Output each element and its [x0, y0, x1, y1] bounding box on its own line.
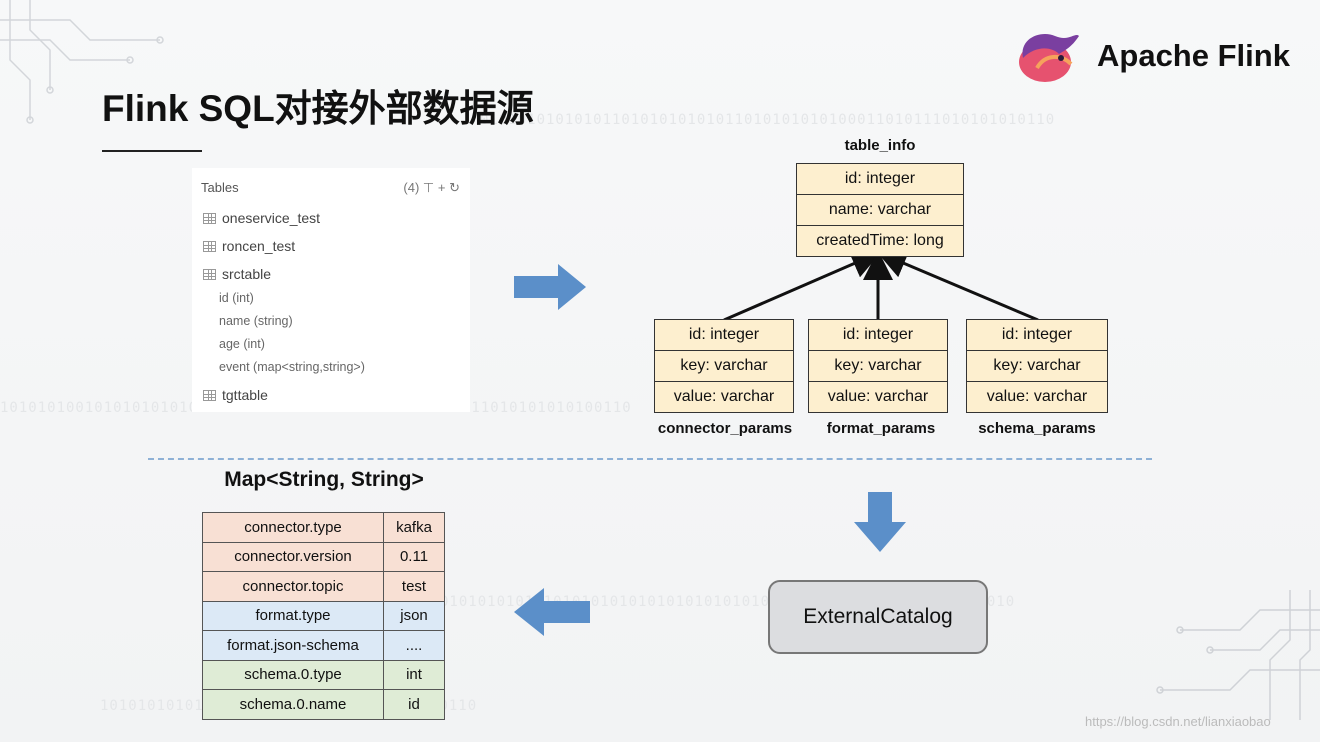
- flink-squirrel-logo: [1019, 34, 1079, 82]
- table-name: srctable: [222, 266, 272, 282]
- er-entity-table-info: id: integer name: varchar createdTime: l…: [796, 163, 964, 257]
- map-key: schema.0.type: [202, 659, 384, 690]
- map-value: id: [383, 689, 445, 720]
- table-item[interactable]: tgttable: [203, 387, 268, 403]
- circuit-decoration-top-left: [0, 0, 164, 124]
- map-value: ....: [383, 630, 445, 661]
- map-value: 0.11: [383, 541, 445, 572]
- er-field: id: integer: [967, 320, 1107, 351]
- tables-panel-toolbar: (4) ⊤ + ↻: [403, 180, 460, 196]
- er-field: id: integer: [655, 320, 793, 351]
- map-row: format.json-schema....: [202, 630, 445, 661]
- table-item[interactable]: srctable: [203, 266, 271, 282]
- table-name: oneservice_test: [222, 210, 321, 226]
- tables-panel: Tables (4) ⊤ + ↻ oneservice_test roncen_…: [192, 168, 470, 412]
- map-value: int: [383, 659, 445, 690]
- er-entity-name: format_params: [826, 420, 936, 437]
- arrow-left-icon: [514, 588, 590, 636]
- column-item: event (map<string,string>): [219, 360, 365, 374]
- er-field: createdTime: long: [816, 232, 944, 249]
- map-key: connector.type: [202, 512, 384, 543]
- er-field: id: integer: [809, 320, 947, 351]
- er-entity-schema-params: id: integer key: varchar value: varchar: [966, 319, 1108, 413]
- er-entity-format-params: id: integer key: varchar value: varchar: [808, 319, 948, 413]
- page-title: Flink SQL对接外部数据源: [102, 88, 534, 129]
- filter-icon[interactable]: ⊤: [422, 180, 435, 195]
- er-field: name: varchar: [797, 195, 963, 226]
- map-key: format.type: [202, 600, 384, 631]
- er-entity-name: table_info: [844, 137, 916, 154]
- background-binary-text: 0101010101010110101010101011010101010100…: [480, 112, 1056, 128]
- arrow-right-icon: [514, 264, 586, 310]
- er-field: key: varchar: [809, 351, 947, 382]
- dashed-divider: [148, 458, 1152, 460]
- column-item: name (string): [219, 314, 293, 328]
- er-field: key: varchar: [655, 351, 793, 382]
- er-entity-connector-params: id: integer key: varchar value: varchar: [654, 319, 794, 413]
- tables-count: (4): [403, 180, 420, 195]
- map-title: Map<String, String>: [224, 468, 424, 491]
- er-field: value: varchar: [986, 388, 1088, 405]
- table-icon: [203, 240, 216, 252]
- circuit-decoration-bottom-right: [1156, 590, 1320, 720]
- add-icon[interactable]: +: [437, 180, 446, 195]
- map-key: connector.topic: [202, 571, 384, 602]
- map-key: schema.0.name: [202, 689, 384, 720]
- er-field: value: varchar: [827, 388, 929, 405]
- er-field: id: integer: [797, 164, 963, 195]
- table-icon: [203, 389, 216, 401]
- title-underline: [102, 150, 202, 152]
- brand: Apache Flink: [1015, 28, 1290, 84]
- tables-panel-title: Tables: [201, 180, 239, 195]
- map-key: format.json-schema: [202, 630, 384, 661]
- er-entity-name: connector_params: [657, 420, 793, 437]
- map-value: test: [383, 571, 445, 602]
- watermark-url: https://blog.csdn.net/lianxiaobao: [1085, 714, 1271, 729]
- arrow-down-icon: [854, 492, 906, 552]
- table-name: roncen_test: [222, 238, 296, 254]
- relation-connectors: [723, 249, 1039, 322]
- map-value: kafka: [383, 512, 445, 543]
- map-key: connector.version: [202, 541, 384, 572]
- column-item: age (int): [219, 337, 265, 351]
- table-item[interactable]: oneservice_test: [203, 210, 320, 226]
- external-catalog-box: ExternalCatalog: [768, 580, 988, 654]
- table-item[interactable]: roncen_test: [203, 238, 295, 254]
- er-field: key: varchar: [967, 351, 1107, 382]
- er-entity-name: schema_params: [978, 420, 1096, 437]
- map-value: json: [383, 600, 445, 631]
- tables-panel-header: Tables (4) ⊤ + ↻: [201, 180, 460, 198]
- table-icon: [203, 268, 216, 280]
- column-item: id (int): [219, 291, 254, 305]
- er-field: value: varchar: [673, 388, 775, 405]
- refresh-icon[interactable]: ↻: [449, 180, 460, 195]
- brand-name: Apache Flink: [1097, 38, 1290, 73]
- table-icon: [203, 212, 216, 224]
- table-name: tgttable: [222, 387, 268, 403]
